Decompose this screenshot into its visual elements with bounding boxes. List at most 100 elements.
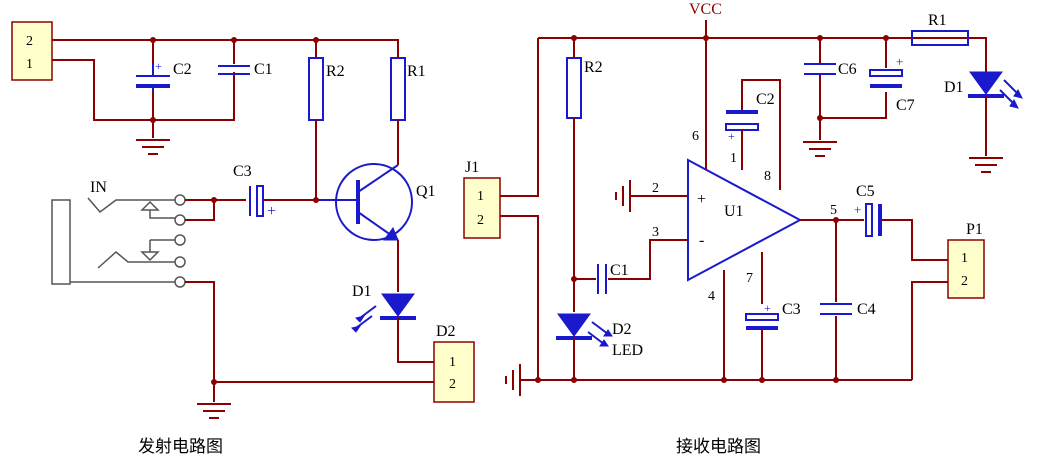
ground-icon: [136, 139, 170, 155]
jack-body: [51, 199, 71, 285]
rx-d2-led: D2 LED: [556, 313, 643, 359]
tx-c3-capacitor: + C3: [214, 163, 316, 220]
c3-plate-right: [256, 185, 264, 217]
rx-d1-led: D1: [944, 71, 1023, 109]
rx-c7-polarity-icon: +: [896, 54, 903, 69]
tx-ground-return: [52, 59, 235, 121]
tx-supply-rail: [52, 39, 399, 58]
rx-c7-label: C7: [896, 97, 915, 114]
arrow-icon: [599, 339, 609, 347]
jack-terminal: [174, 276, 186, 288]
tx-d1-out-wire: [397, 318, 434, 363]
rx-vcc-rail: [538, 37, 987, 72]
tx-output-pin-bottom: 2: [449, 377, 456, 392]
rx-c6-capacitor: C6: [804, 61, 857, 78]
tx-r2-resistor: R2: [308, 57, 345, 121]
rx-c5-output-wire: [882, 219, 948, 261]
rx-d1-label: D1: [944, 79, 964, 96]
rx-c1-right-wire: [608, 239, 688, 280]
rx-ground-symbol-d1: [969, 157, 1003, 173]
rx-d1-triangle: [969, 71, 1003, 95]
rx-c6-plates: [804, 63, 836, 75]
rx-c4-label: C4: [857, 301, 876, 318]
rx-j1-power-wire: [500, 38, 539, 197]
rx-c5-plate-left: [865, 203, 873, 237]
rx-u1-label: U1: [724, 203, 744, 220]
transmitter-circuit: 2 1 + C2 C1: [11, 21, 475, 457]
rx-c7-capacitor: + C7: [869, 54, 915, 114]
rx-c2-capacitor: + C2: [725, 91, 775, 150]
rx-vcc-label: VCC: [689, 1, 722, 18]
tx-r1-resistor: R1: [390, 57, 426, 121]
rx-r1-label: R1: [928, 12, 947, 29]
c1-plates: [218, 65, 250, 75]
tx-jack-signal-wire: [185, 199, 215, 221]
tx-c2-capacitor: + C2: [136, 59, 192, 92]
rx-u1-pin2-number: 2: [652, 181, 659, 196]
junction: [211, 379, 217, 385]
rx-u1-c2-wire: [741, 79, 781, 190]
rx-c6-c7-ground-wire: [820, 92, 887, 119]
tx-power-pin-bottom: 1: [26, 57, 33, 72]
rx-u1-plus-sign: +: [697, 191, 706, 208]
tx-ground-symbol-bottom: [197, 403, 231, 419]
arrow-icon: [603, 329, 613, 337]
tx-r1-label: R1: [407, 63, 426, 80]
tx-ground-symbol-top: [136, 139, 170, 155]
tx-d1-label: D1: [352, 283, 372, 300]
rx-u1-pin6-number: 6: [692, 129, 699, 144]
rx-c5-polarity-icon: +: [854, 202, 861, 217]
arrow-icon: [1009, 99, 1019, 109]
junction: [211, 197, 217, 203]
rx-ground-symbol-left: [505, 364, 521, 396]
arrow-icon: [355, 315, 366, 323]
tx-power-pin-top: 2: [26, 34, 33, 49]
c3-polarity-icon: +: [267, 203, 276, 220]
rx-c1-plates: [597, 264, 607, 294]
rx-c4-capacitor: C4: [820, 301, 876, 318]
tx-jack-label: IN: [90, 179, 107, 196]
jack-terminal: [174, 214, 186, 226]
rx-d2-label: D2: [612, 321, 632, 338]
rx-u1-pin8-number: 8: [764, 169, 771, 184]
rx-c4-plates: [820, 303, 852, 315]
rx-caption: 接收电路图: [676, 437, 761, 457]
d1-triangle: [381, 293, 415, 317]
rx-c6-label: C6: [838, 61, 857, 78]
jack-switch-top-icon: [140, 200, 160, 211]
ground-icon: [197, 403, 231, 419]
rx-p1-ground-wire: [911, 281, 948, 380]
tx-output-connector-label: D2: [436, 323, 456, 340]
rx-input-connector-label: J1: [465, 159, 479, 176]
arrow-icon: [1013, 89, 1023, 99]
rx-input-pin-top: 1: [477, 189, 484, 204]
ground-icon: [615, 180, 631, 212]
tx-d1-led: D1: [351, 283, 416, 333]
rx-r2-label: R2: [584, 59, 603, 76]
rx-u1-body: [687, 158, 803, 282]
jack-spring-bottom: [97, 251, 180, 269]
tx-ground-wire: [185, 281, 434, 383]
rx-c5-capacitor: + C5: [854, 183, 882, 237]
rx-ground-symbol-pin2: [615, 180, 631, 212]
tx-output-pin-top: 1: [449, 355, 456, 370]
tx-power-connector: 2 1: [11, 21, 53, 81]
junction: [535, 377, 541, 383]
rx-input-connector-body: [463, 177, 501, 239]
jack-terminal: [174, 194, 186, 206]
rx-j1-ground-wire: [500, 215, 539, 380]
tx-c1-label: C1: [254, 61, 273, 78]
q1-emitter-arrow-icon: [383, 227, 399, 241]
rx-u1-pin5-number: 5: [830, 203, 837, 218]
arrow-icon: [351, 325, 362, 333]
rx-d2-emission-icon: [587, 321, 609, 345]
rx-c3-capacitor: + C3: [745, 301, 801, 330]
junction: [150, 117, 156, 123]
junction: [150, 37, 156, 43]
rx-u1-minus-sign: -: [699, 232, 704, 249]
tx-output-connector-body: [433, 341, 475, 403]
q1-collector: [357, 164, 399, 193]
rx-c3-polarity-icon: +: [764, 301, 771, 315]
rx-input-pin-bottom: 2: [477, 213, 484, 228]
